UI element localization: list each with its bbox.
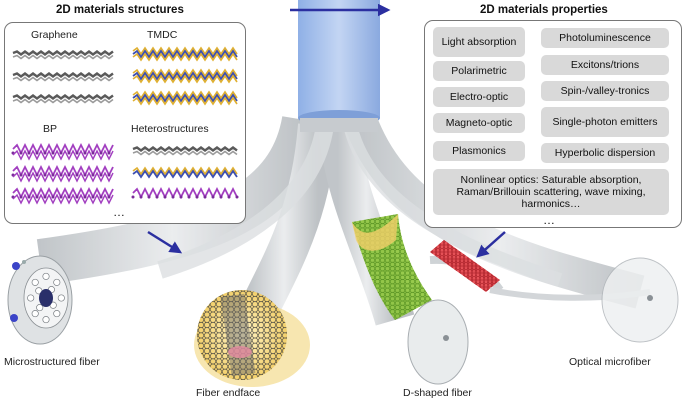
structures-panel: Graphene TMDC BP Heterostructures … (4, 22, 246, 224)
structures-more: … (113, 205, 126, 219)
fiber-endface (194, 290, 310, 387)
fiber-endface-label: Fiber endface (196, 387, 261, 399)
tmdc-label: TMDC (147, 29, 178, 41)
prop-spin-valley: Spin-/valley-tronics (541, 81, 669, 101)
properties-more: … (543, 213, 556, 227)
d-shaped-fiber (352, 214, 469, 385)
microstructured-fiber-end (7, 255, 73, 345)
heterostructures-label: Heterostructures (131, 123, 209, 135)
prop-hyperbolic: Hyperbolic dispersion (541, 143, 669, 163)
prop-polarimetric: Polarimetric (433, 61, 525, 81)
structures-artwork (11, 46, 239, 205)
prop-light-absorption: Light absorption (433, 27, 525, 57)
prop-nonlinear: Nonlinear optics: Saturable absorption, … (433, 169, 669, 215)
prop-single-photon: Single-photon emitters (541, 107, 669, 137)
prop-electro-optic: Electro-optic (433, 87, 525, 107)
prop-excitons: Excitons/trions (541, 55, 669, 75)
d-shaped-fiber-label: D-shaped fiber (403, 387, 472, 399)
prop-photoluminescence: Photoluminescence (541, 28, 669, 48)
graphene-label: Graphene (31, 29, 78, 41)
microstructured-fiber-label: Microstructured fiber (4, 356, 100, 368)
prop-magneto-optic: Magneto-optic (433, 113, 525, 133)
fiber-top-cylinder (298, 0, 380, 132)
properties-panel: Light absorption Photoluminescence Polar… (424, 20, 682, 228)
optical-microfiber-label: Optical microfiber (569, 356, 651, 368)
flow-arrows (147, 3, 506, 258)
structures-title: 2D materials structures (56, 4, 184, 16)
properties-title: 2D materials properties (480, 4, 608, 16)
prop-plasmonics: Plasmonics (433, 141, 525, 161)
optical-microfiber (429, 240, 679, 343)
bp-label: BP (43, 123, 58, 135)
